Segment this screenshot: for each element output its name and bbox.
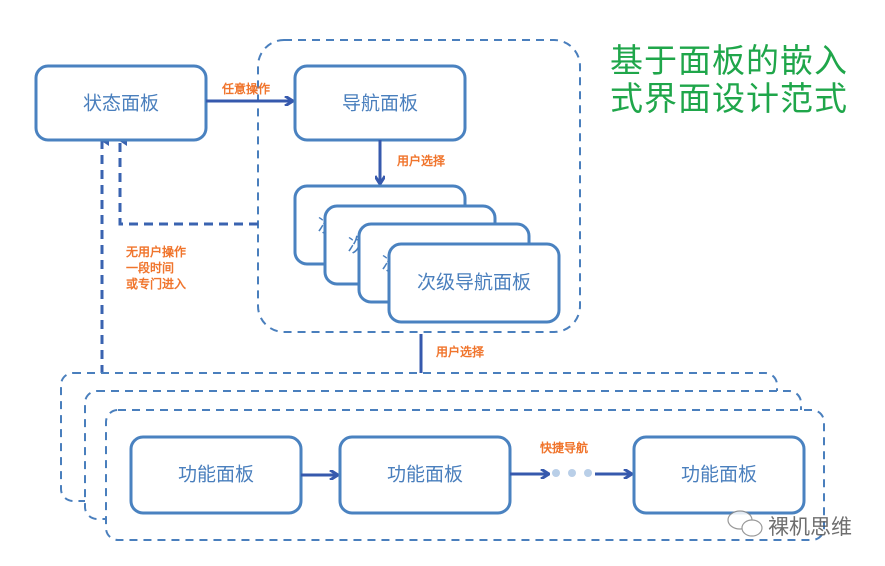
label-quick-nav: 快捷导航 (540, 440, 588, 455)
ellipsis-dot (552, 469, 560, 477)
function-panel-1[interactable]: 功能面板 (129, 435, 303, 515)
function-panel-2[interactable]: 功能面板 (338, 435, 512, 515)
status-panel-label: 状态面板 (83, 93, 159, 115)
sub-navigation-panel-stack: 次 次 次 次级导航面板 (293, 184, 561, 324)
function-panel-1-label: 功能面板 (178, 464, 254, 486)
diagram-title-line2: 式界面设计范式 (610, 79, 848, 118)
return-arrow-nav (118, 134, 258, 226)
wechat-icon (727, 510, 763, 537)
label-return-line1: 无用户操作 (125, 244, 186, 259)
ellipsis-dot (584, 469, 592, 477)
sub-navigation-panel[interactable]: 次级导航面板 (387, 242, 561, 324)
watermark: 裸机思维 (727, 510, 852, 539)
label-return-line2: 一段时间 (126, 260, 174, 275)
function-panel-3-label: 功能面板 (681, 464, 757, 486)
label-user-select-2: 用户选择 (435, 344, 485, 359)
label-any-operation: 任意操作 (221, 81, 270, 96)
navigation-panel-label: 导航面板 (342, 93, 418, 115)
label-user-select-1: 用户选择 (396, 153, 446, 168)
sub-navigation-panel-label: 次级导航面板 (417, 272, 531, 294)
ellipsis-dot (568, 469, 576, 477)
label-return-line3: 或专门进入 (126, 276, 186, 291)
diagram-title-line1: 基于面板的嵌入 (610, 41, 848, 80)
function-panel-2-label: 功能面板 (387, 464, 463, 486)
function-panel-3[interactable]: 功能面板 (632, 435, 806, 515)
navigation-panel[interactable]: 导航面板 (293, 64, 467, 142)
watermark-text: 裸机思维 (768, 515, 852, 539)
status-panel[interactable]: 状态面板 (34, 64, 208, 142)
